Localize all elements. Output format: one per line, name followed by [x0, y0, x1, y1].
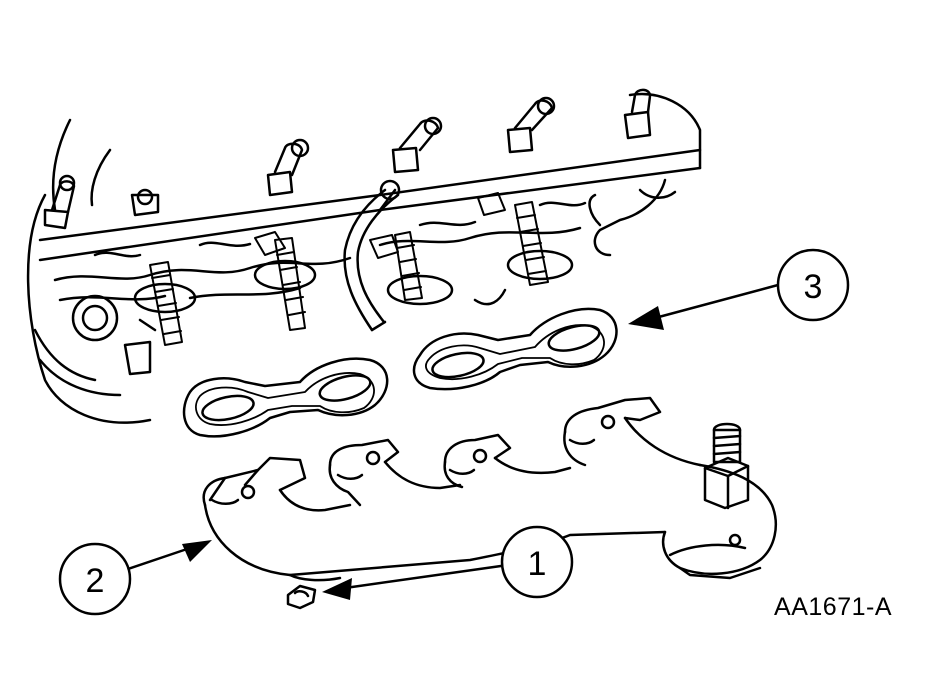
callout-2-label: 2 — [86, 562, 105, 600]
gasket-right — [412, 307, 618, 391]
leader-lines — [123, 283, 780, 590]
callout-3: 3 — [776, 248, 850, 322]
figure-id: AA1671-A — [774, 593, 892, 621]
manifold-studs — [149, 192, 549, 346]
arrowhead-callout-3 — [628, 306, 664, 330]
callout-1: 1 — [500, 525, 574, 599]
callout-1-label: 1 — [528, 545, 547, 583]
arrowheads — [182, 306, 664, 600]
callout-3-label: 3 — [804, 268, 823, 306]
callout-2: 2 — [58, 542, 132, 616]
exhaust-manifold — [202, 396, 778, 582]
cylinder-head — [26, 92, 702, 424]
arrowhead-callout-2 — [182, 540, 212, 562]
arrowhead-callout-1 — [322, 578, 352, 600]
loose-nut — [286, 584, 317, 610]
dipstick-tube — [343, 179, 401, 332]
spark-plugs — [43, 88, 652, 230]
gasket-left — [182, 357, 389, 438]
